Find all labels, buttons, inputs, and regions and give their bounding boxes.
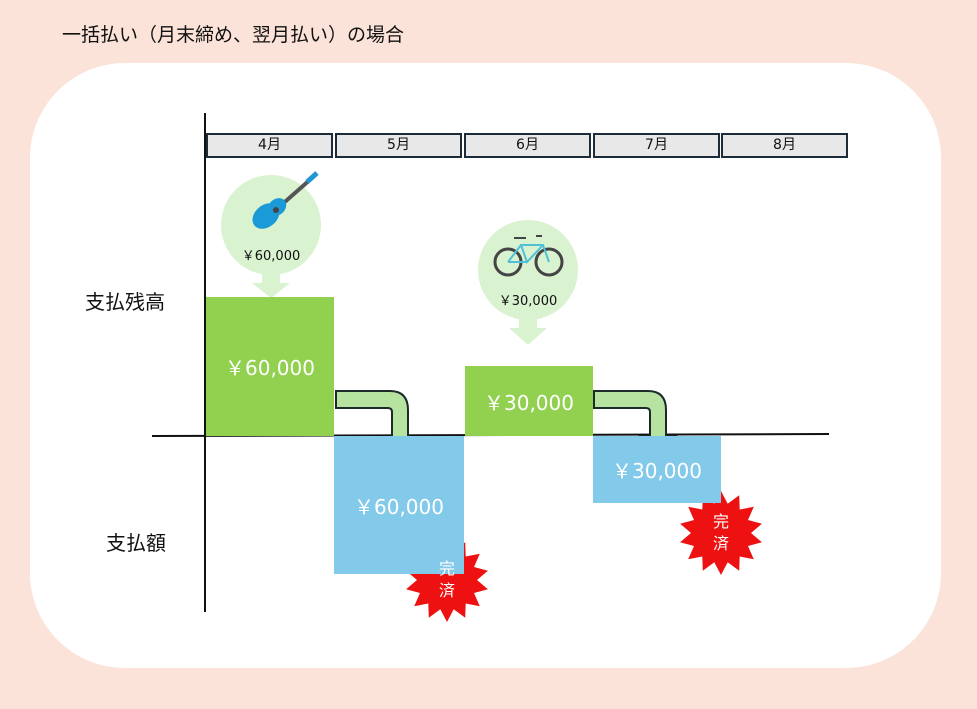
month-header-7: 7月 xyxy=(593,133,720,158)
paid-badge-text: 完 済 xyxy=(712,512,729,553)
month-header-4: 4月 xyxy=(206,133,333,158)
balance-bar-april: ￥60,000 xyxy=(206,297,334,436)
page-title: 一括払い（月末締め、翌月払い）の場合 xyxy=(62,24,405,46)
month-header-5: 5月 xyxy=(335,133,462,158)
bicycle-bubble xyxy=(478,220,578,320)
bicycle-price: ￥30,000 xyxy=(498,294,558,309)
payment-bar-july: ￥30,000 xyxy=(593,436,721,503)
month-header-8: 8月 xyxy=(721,133,848,158)
paid-badge-text: 完 済 xyxy=(438,559,455,600)
payment-row-label: 支払額 xyxy=(106,531,166,555)
guitar-icon xyxy=(252,171,319,229)
month-header-6: 6月 xyxy=(464,133,591,158)
guitar-price: ￥60,000 xyxy=(241,249,301,264)
balance-bar-june: ￥30,000 xyxy=(465,366,593,436)
down-arrow-icon xyxy=(509,312,547,345)
bicycle-icon xyxy=(493,235,564,277)
down-arrow-icon xyxy=(252,273,290,298)
diagram-card xyxy=(30,63,941,668)
paid-badge-icon xyxy=(680,491,762,575)
balance-row-label: 支払残高 xyxy=(85,290,165,314)
payment-bar-may: ￥60,000 xyxy=(334,436,464,574)
